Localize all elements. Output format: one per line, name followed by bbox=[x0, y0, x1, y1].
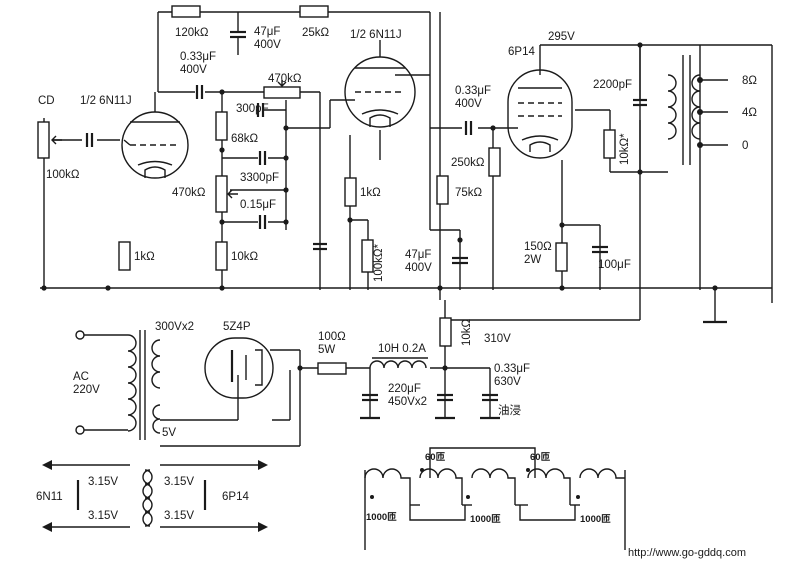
r75k-label: 75kΩ bbox=[455, 187, 483, 199]
junction-dots bbox=[41, 42, 718, 371]
volume-pot-label: 100kΩ bbox=[46, 169, 80, 181]
filament-leads bbox=[42, 460, 268, 532]
fil-left-1: 3.15V bbox=[88, 476, 118, 488]
tube-left-label: 6N11 bbox=[36, 491, 63, 503]
wiring bbox=[40, 11, 773, 447]
v1b-label: 1/2 6N11J bbox=[350, 29, 402, 41]
fb-r-label: 100kΩ* bbox=[373, 243, 385, 282]
potentiometers bbox=[37, 80, 301, 213]
watermark: http://www.go-gddq.com bbox=[628, 547, 746, 559]
fil-right-2: 3.15V bbox=[164, 510, 194, 522]
v310-label: 310V bbox=[484, 333, 511, 345]
tube-6p14 bbox=[507, 69, 573, 159]
cathode-cap-label: 100μF bbox=[598, 259, 631, 271]
fil-left-2: 3.15V bbox=[88, 510, 118, 522]
input-jack-label: CD bbox=[38, 95, 55, 107]
fil-right-1: 3.15V bbox=[164, 476, 194, 488]
tube-right-label: 6P14 bbox=[222, 491, 249, 503]
winding-label-1000-b: 1000匝 bbox=[470, 514, 501, 525]
winding-label-60-a: 60匝 bbox=[425, 452, 446, 463]
choke bbox=[369, 357, 428, 369]
oil-cap-note: 油浸 bbox=[498, 403, 521, 417]
choke-label: 10H 0.2A bbox=[378, 343, 426, 355]
c3300p-label: 3300pF bbox=[240, 172, 279, 184]
v1a-cathode-label: 1kΩ bbox=[134, 251, 155, 263]
r25k-label: 25kΩ bbox=[302, 27, 330, 39]
tube-6p14-label: 6P14 bbox=[508, 46, 535, 58]
output-transformer bbox=[667, 55, 701, 165]
v1b-cathode-label: 1kΩ bbox=[360, 187, 381, 199]
winding-label-1000-a: 1000匝 bbox=[366, 512, 397, 523]
b-plus-label: 295V bbox=[548, 31, 575, 43]
tap-4-label: 4Ω bbox=[742, 107, 757, 119]
c015-label: 0.15μF bbox=[240, 199, 276, 211]
rect-label: 5Z4P bbox=[223, 321, 251, 333]
sec-label: 300Vx2 bbox=[155, 321, 194, 333]
r250k-label: 250kΩ bbox=[451, 157, 485, 169]
tube-v1b bbox=[344, 40, 416, 128]
winding-label-1000-c: 1000匝 bbox=[580, 514, 611, 525]
r68k-label: 68kΩ bbox=[231, 133, 259, 145]
v1a-label: 1/2 6N11J bbox=[80, 95, 132, 107]
c300p-label: 300pF bbox=[236, 103, 269, 115]
screen-r-label: 10kΩ* bbox=[619, 133, 631, 165]
power-transformer bbox=[75, 330, 161, 527]
r10k-psu-label: 10kΩ bbox=[461, 318, 473, 346]
pot-top-label: 470kΩ bbox=[268, 73, 302, 85]
capacitors bbox=[85, 12, 647, 420]
r10k-tone-label: 10kΩ bbox=[231, 251, 259, 263]
winding-diagram bbox=[364, 447, 626, 550]
winding-label-60-b: 60匝 bbox=[530, 452, 551, 463]
pot-mid-label: 470kΩ bbox=[172, 187, 206, 199]
tube-5z4p bbox=[204, 337, 274, 399]
r120k-label: 120kΩ bbox=[175, 27, 209, 39]
tap-8-label: 8Ω bbox=[742, 75, 757, 87]
heater-label: 5V bbox=[162, 427, 176, 439]
cap2200-label: 2200pF bbox=[593, 79, 632, 91]
tap-0-label: 0 bbox=[742, 140, 748, 152]
tube-v1a bbox=[121, 92, 189, 179]
resistors bbox=[118, 5, 616, 375]
